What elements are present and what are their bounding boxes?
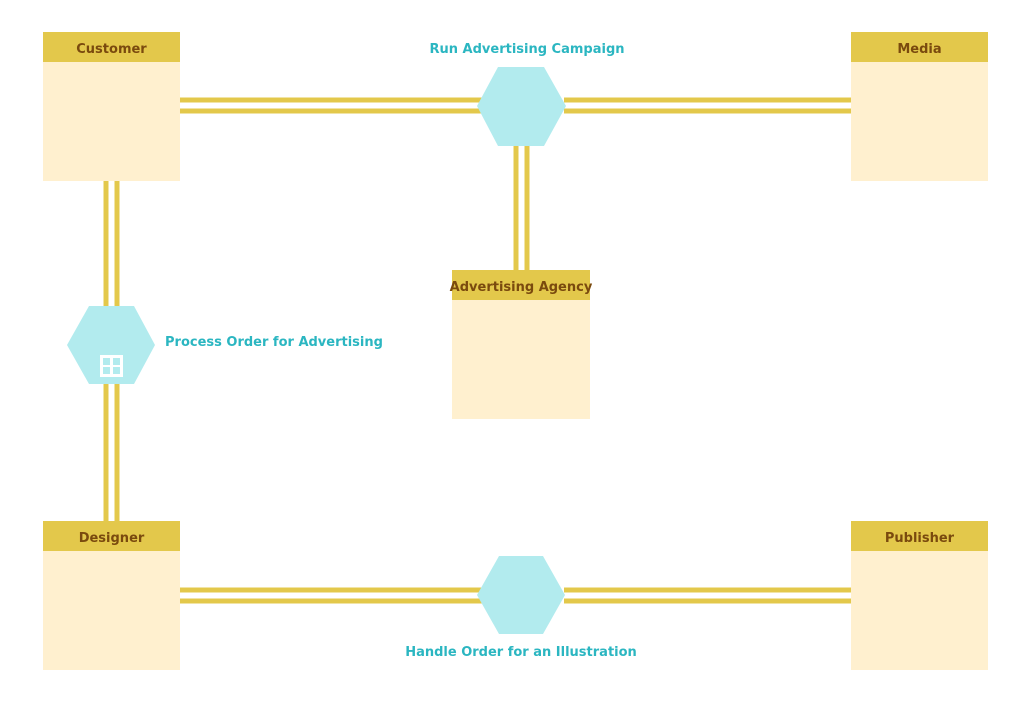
connector-illustration-publisher[interactable] — [564, 587, 852, 604]
role-media[interactable]: Media — [851, 32, 988, 181]
connector-customer-process-order[interactable] — [103, 179, 120, 306]
role-customer[interactable]: Customer — [43, 32, 180, 181]
activity-handle-order-for-illustration-label: Handle Order for an Illustration — [405, 645, 637, 660]
activity-process-order-for-advertising[interactable] — [67, 306, 155, 384]
role-customer-title: Customer — [76, 42, 147, 57]
connector-customer-campaign[interactable] — [180, 97, 482, 114]
role-publisher[interactable]: Publisher — [851, 521, 988, 670]
role-designer-title: Designer — [79, 531, 145, 546]
connector-campaign-media[interactable] — [564, 97, 852, 114]
connector-process-order-designer[interactable] — [103, 384, 120, 522]
activity-handle-order-for-illustration[interactable] — [477, 556, 565, 634]
grid-icon — [100, 355, 123, 377]
connector-campaign-agency[interactable] — [513, 146, 530, 271]
activity-run-advertising-campaign[interactable] — [477, 67, 566, 146]
activity-process-order-for-advertising-label: Process Order for Advertising — [165, 335, 383, 350]
role-media-title: Media — [897, 42, 941, 57]
role-designer[interactable]: Designer — [43, 521, 180, 670]
role-advertising-agency-title: Advertising Agency — [450, 280, 593, 295]
connector-designer-illustration[interactable] — [180, 587, 482, 604]
role-publisher-title: Publisher — [885, 531, 955, 546]
activity-run-advertising-campaign-label: Run Advertising Campaign — [429, 42, 624, 57]
role-advertising-agency[interactable]: Advertising Agency — [450, 270, 593, 419]
